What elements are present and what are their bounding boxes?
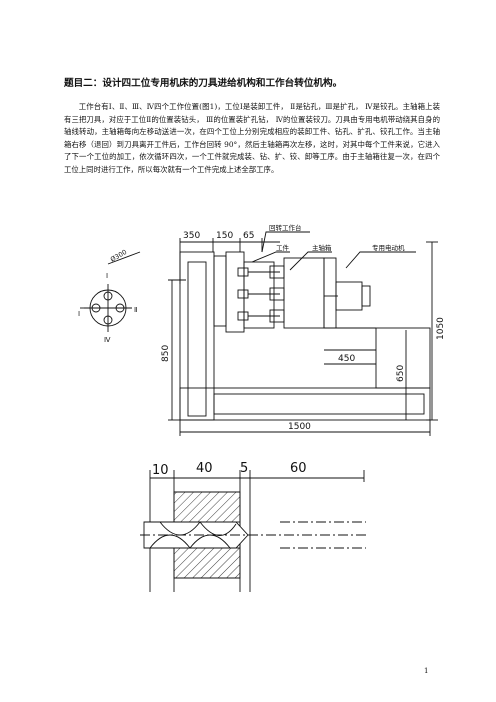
dim-60: 60 xyxy=(290,461,307,476)
motor-shape xyxy=(335,281,363,311)
machine-layout-diagram: 350 150 65 回转工作台 工件 主轴箱 专用电动机 Ø300 Ⅰ Ⅱ Ⅰ… xyxy=(78,223,446,436)
dim-5: 5 xyxy=(240,461,248,476)
station-label-bottom: Ⅳ xyxy=(104,336,111,344)
workpiece-top xyxy=(173,491,241,523)
page-number: 1 xyxy=(424,667,429,675)
drilling-detail-diagram: 10 40 5 60 xyxy=(140,461,366,592)
dim-10: 10 xyxy=(152,463,169,478)
label-headstock: 主轴箱 xyxy=(312,243,332,252)
dim-diameter: Ø300 xyxy=(109,248,128,264)
dim-40: 40 xyxy=(196,461,213,476)
label-motor: 专用电动机 xyxy=(372,243,405,252)
station-label-left: Ⅰ xyxy=(78,310,80,318)
dim-650: 650 xyxy=(396,365,406,382)
label-workpiece: 工件 xyxy=(276,243,290,252)
station-label-right: Ⅱ xyxy=(134,306,137,314)
problem-description: 工作台有Ⅰ、Ⅱ、Ⅲ、Ⅳ四个工作位置(图1)，工位Ⅰ是装卸工件， Ⅱ是钻孔，Ⅲ是扩… xyxy=(64,102,440,174)
station-label-top: Ⅰ xyxy=(106,272,108,280)
problem-title: 题目二：设计四工位专用机床的刀具进给机构和工作台转位机构。 xyxy=(64,78,343,89)
label-rotary-table: 回转工作台 xyxy=(269,223,302,232)
dim-150: 150 xyxy=(216,231,233,241)
workpiece-bottom xyxy=(173,547,241,579)
dim-1500: 1500 xyxy=(288,422,311,432)
dim-450: 450 xyxy=(338,354,355,364)
dim-850: 850 xyxy=(161,345,171,362)
left-column xyxy=(179,251,215,421)
dim-350: 350 xyxy=(183,231,200,241)
machine-bed xyxy=(179,387,431,421)
dim-1050: 1050 xyxy=(436,317,446,340)
dim-65: 65 xyxy=(243,231,254,241)
headstock-shape xyxy=(283,257,325,329)
